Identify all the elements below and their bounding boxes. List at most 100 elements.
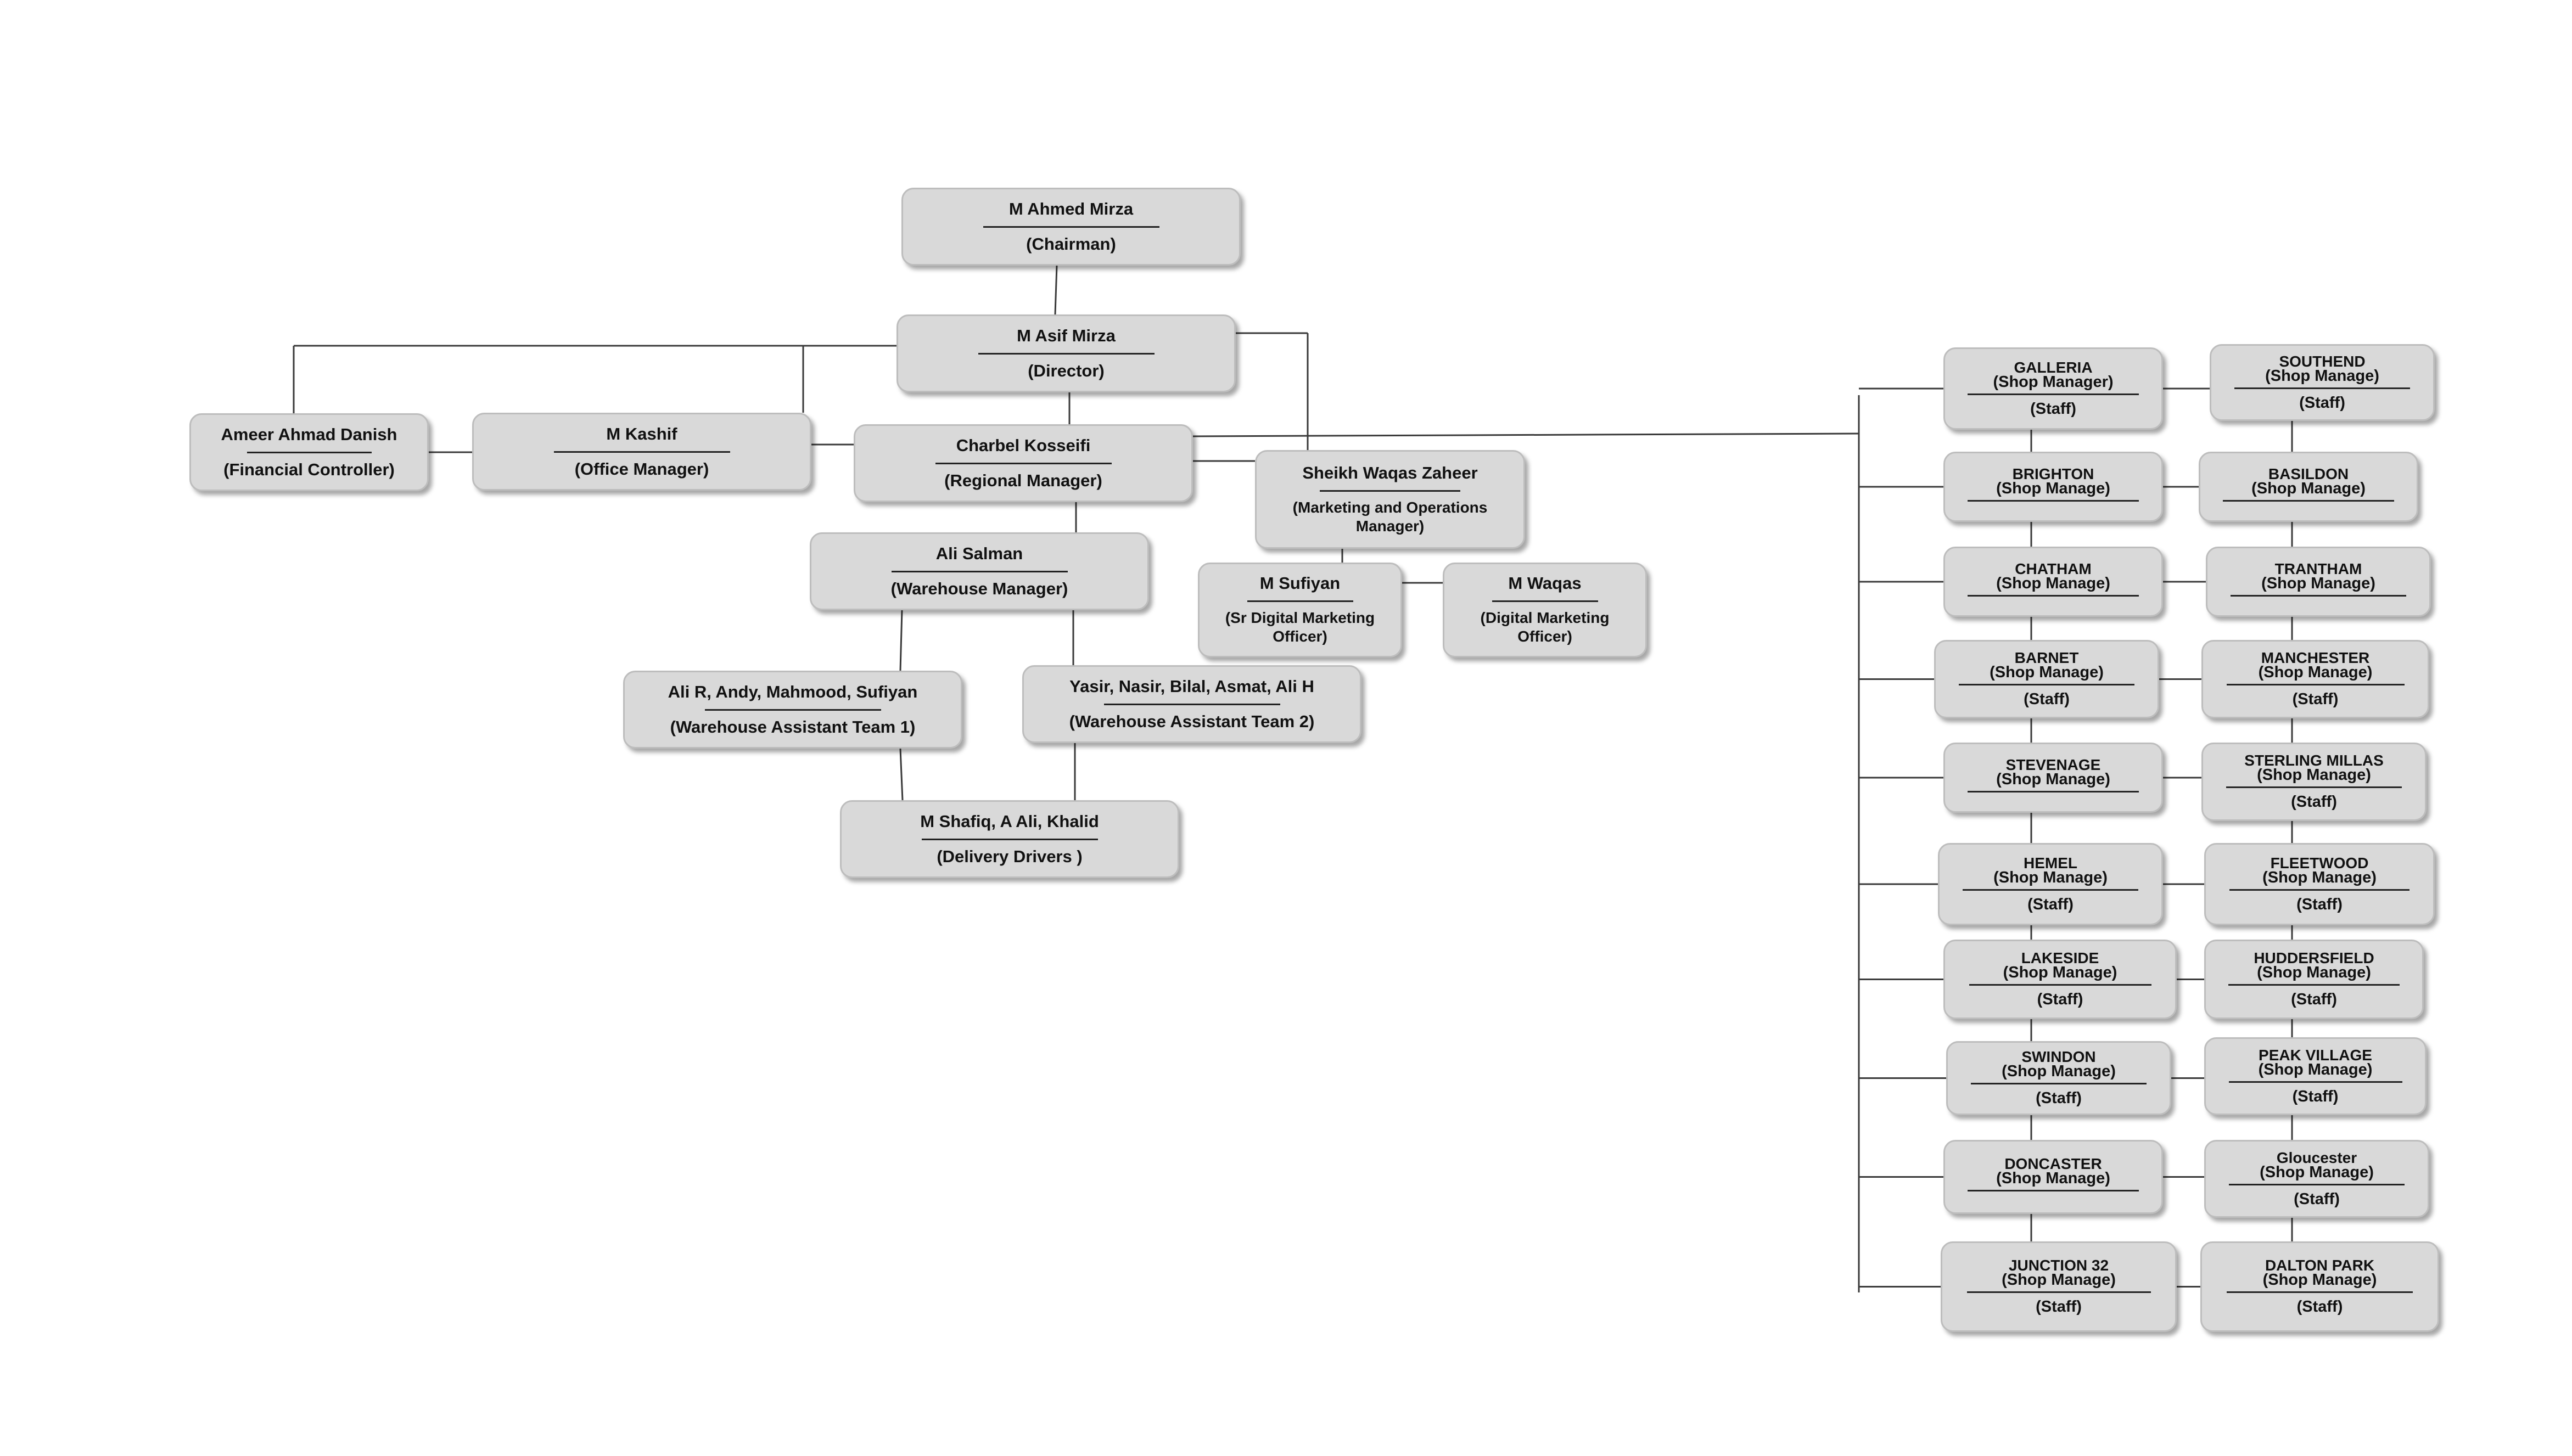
separator-rule [2228,984,2400,986]
org-box-shops-left-6: LAKESIDE(Shop Manage) (Staff) [1943,940,2177,1019]
box-role: (Staff) [2037,991,2083,1008]
separator-rule [2229,1183,2405,1185]
box-role: (Warehouse Manager) [890,578,1068,598]
box-subtitle: (Shop Manage) [2257,964,2371,981]
box-name: Ameer Ahmad Danish [221,424,397,444]
box-role: (Staff) [2292,690,2339,708]
box-subtitle: (Shop Manage) [2003,964,2117,981]
org-box-shops-left-9: JUNCTION 32(Shop Manage)(Staff) [1941,1241,2177,1332]
box-name: Yasir, Nasir, Bilal, Asmat, Ali H [1069,676,1314,696]
box-name: GALLERIA [2014,358,2093,376]
org-box-shops-left-2: CHATHAM(Shop Manage) [1943,547,2163,617]
box-name: Ali Salman [935,543,1023,563]
box-name: JUNCTION 32 [2008,1257,2109,1274]
box-name: BASILDON [2268,465,2349,482]
box-name: SOUTHEND [2279,352,2366,370]
separator-rule [1103,703,1280,705]
separator-rule [935,462,1112,464]
box-subtitle: (Shop Manage) [1990,664,2104,681]
connector-line [1054,265,1058,315]
separator-rule [1492,600,1598,602]
separator-rule [1247,600,1353,602]
box-role: (Staff) [2299,393,2345,412]
connector-line [899,748,904,801]
org-box-shops-left-3: BARNET(Shop Manage)(Staff) [1934,640,2159,718]
separator-rule [1959,684,2134,685]
box-subtitle: (Shop Manage) [2002,1063,2116,1080]
box-name: LAKESIDE [2021,949,2099,966]
org-box-shops-right-3: MANCHESTER(Shop Manage) (Staff) [2201,640,2429,718]
org-box-shops-right-9: DALTON PARK(Shop Manage)(Staff) [2200,1241,2439,1332]
box-subtitle: (Shop Manage) [2002,1271,2116,1289]
box-subtitle: (Shop Manage) [1996,574,2110,592]
box-name: M Sufiyan [1259,574,1341,593]
separator-rule [2229,889,2410,891]
box-subtitle: (Shop Manage) [2265,367,2379,385]
box-role: (Office Manager) [574,459,709,479]
separator-rule [2228,1081,2402,1083]
box-role: (Digital Marketing Officer) [1480,609,1610,645]
org-box-org-director: M Asif Mirza(Director) [896,314,1236,392]
org-box-shops-left-1: BRIGHTON(Shop Manage) [1943,452,2163,522]
box-name: M Asif Mirza [1017,325,1116,345]
box-role: (Staff) [2291,991,2337,1008]
box-name: BRIGHTON [2012,465,2094,482]
box-name: SWINDON [2021,1048,2096,1065]
box-name: Charbel Kosseifi [956,435,1091,455]
box-role: (Staff) [2294,1190,2340,1208]
box-subtitle: (Shop Manage) [2258,664,2373,681]
separator-rule [978,352,1155,355]
box-name: M Ahmed Mirza [1008,199,1134,218]
org-box-shops-right-2: TRANTHAM(Shop Manage) [2206,547,2431,617]
separator-rule [704,709,881,711]
separator-rule [246,451,372,453]
separator-rule [2227,1291,2413,1293]
box-role: (Staff) [2296,895,2343,913]
org-box-shops-right-7: PEAK VILLAGE(Shop Manage)(Staff) [2204,1037,2427,1115]
org-box-org-warehouse-manager: Ali Salman (Warehouse Manager) [810,532,1149,610]
box-subtitle: (Shop Manage) [2257,766,2371,784]
separator-rule [553,451,730,453]
org-box-org-chairman: M Ahmed Mirza(Chairman) [901,188,1241,266]
box-name: CHATHAM [2015,560,2092,577]
box-subtitle: (Shop Manage) [2262,1271,2377,1289]
box-role: (Staff) [2027,895,2074,913]
org-box-shops-left-0: GALLERIA(Shop Manager) (Staff) [1943,347,2163,430]
box-subtitle: (Shop Manage) [1996,1170,2110,1187]
separator-rule [2223,499,2394,502]
separator-rule [891,570,1068,572]
separator-rule [1966,1291,2151,1293]
org-box-shops-left-7: SWINDON(Shop Manage) (Staff) [1946,1041,2171,1115]
org-box-org-team1: Ali R, Andy, Mahmood, Sufiyan(Warehouse … [623,671,962,749]
separator-rule [2226,684,2405,685]
box-name: M Waqas [1508,574,1582,593]
box-subtitle: (Shop Manage) [1993,868,2108,886]
separator-rule [1963,889,2138,891]
box-subtitle: (Shop Manager) [1993,373,2114,391]
box-subtitle: (Shop Manage) [1996,770,2110,788]
separator-rule [1969,984,2151,986]
box-role: (Staff) [2024,690,2070,708]
box-name: MANCHESTER [2261,649,2370,666]
org-box-org-marketing-manager: Sheikh Waqas Zaheer(Marketing and Operat… [1255,450,1525,549]
org-box-shops-right-5: FLEETWOOD(Shop Manage)(Staff) [2204,843,2435,925]
box-role: (Financial Controller) [223,459,395,479]
separator-rule [983,226,1159,228]
box-subtitle: (Shop Manage) [2260,1163,2374,1181]
box-subtitle: (Shop Manage) [2262,868,2377,886]
org-box-org-regional-manager: Charbel Kosseifi(Regional Manager) [854,424,1193,502]
box-role: (Staff) [2030,400,2076,418]
box-name: STEVENAGE [2005,756,2101,773]
org-box-shops-left-8: DONCASTER(Shop Manage) [1943,1140,2163,1214]
box-name: M Shafiq, A Ali, Khalid [920,811,1099,831]
box-name: PEAK VILLAGE [2259,1046,2372,1064]
box-role: (Staff) [2036,1089,2082,1107]
box-role: (Delivery Drivers ) [937,846,1083,866]
org-box-shops-right-1: BASILDON(Shop Manage) [2199,452,2418,522]
separator-rule [2226,786,2402,788]
org-box-org-drivers: M Shafiq, A Ali, Khalid (Delivery Drivers… [840,800,1179,878]
box-name: TRANTHAM [2274,560,2362,577]
box-name: HEMEL [2024,854,2077,872]
